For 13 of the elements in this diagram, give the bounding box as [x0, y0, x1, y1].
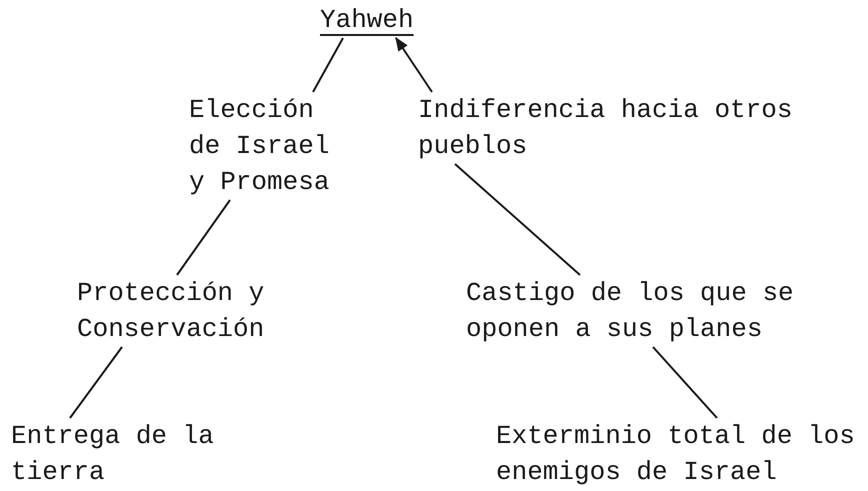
connector-line	[312, 38, 344, 92]
node-label: Indiferencia hacia otros pueblos	[418, 92, 858, 164]
node-label: Exterminio total de los enemigos de Israel	[496, 418, 868, 490]
arrow	[395, 36, 433, 93]
node-label: Castigo de los que se oponen a sus planes	[466, 275, 846, 347]
node-label: Protección y Conservación	[77, 275, 317, 347]
connector-line	[652, 346, 718, 419]
connector-line	[176, 199, 231, 276]
node-label: Yahweh	[320, 2, 430, 38]
connector-line	[69, 346, 123, 419]
connector-line	[454, 163, 581, 276]
node-label: Entrega de la tierra	[11, 418, 281, 490]
node-label: Elección de Israel y Promesa	[189, 92, 349, 200]
